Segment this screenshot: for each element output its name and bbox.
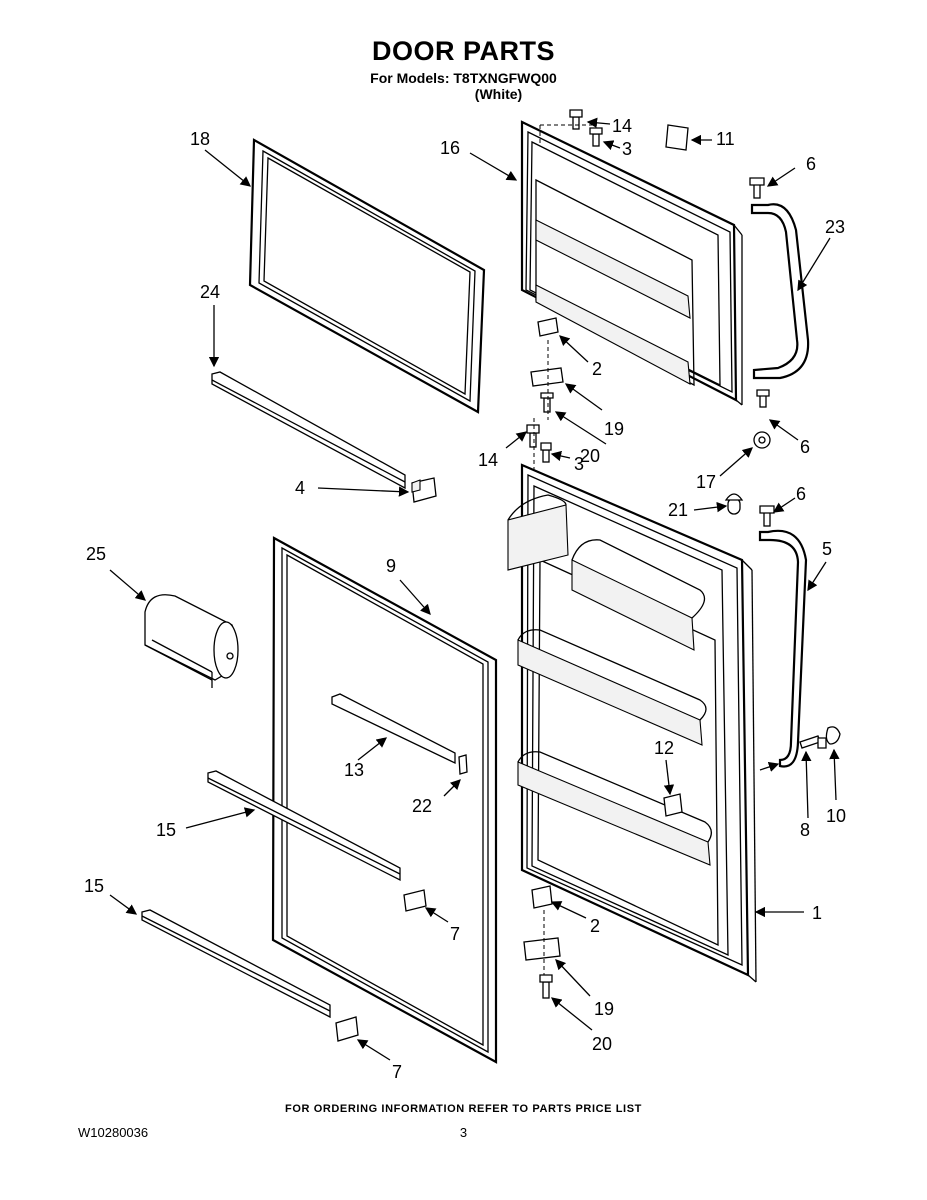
page-title: DOOR PARTS [371,36,555,66]
clip-part-4 [411,477,437,503]
callout-1: 1 [812,903,822,923]
callout-2-top: 2 [592,359,602,379]
freezer-handle [749,177,810,449]
callout-16: 16 [440,138,460,158]
document-number: W10280036 [78,1125,149,1140]
callout-22: 22 [412,796,432,816]
callout-2-bottom: 2 [590,916,600,936]
refrigerator-handle [724,493,808,768]
clip-part-7-upper [403,889,427,912]
callout-9: 9 [386,556,396,576]
callout-labels: 18 24 16 14 3 11 6 23 2 19 20 6 17 14 3 … [84,116,846,1082]
leader-lines [109,117,840,1061]
color-variant: (White) [474,86,523,102]
mid-screws [526,340,552,470]
dairy-compartment [144,594,239,688]
clip-part-22 [458,754,468,775]
callout-18: 18 [190,129,210,149]
callout-25: 25 [86,544,106,564]
callout-17: 17 [696,472,716,492]
crisper-strip [331,693,456,765]
callout-15-upper: 15 [156,820,176,840]
label-part-11 [665,124,689,151]
handle-screw-and-cap [799,726,841,749]
callout-20-bottom: 20 [592,1034,612,1054]
callout-14-mid: 14 [478,450,498,470]
callout-13: 13 [344,760,364,780]
callout-10: 10 [826,806,846,826]
top-hinge-hardware [530,317,564,413]
callout-8: 8 [800,820,810,840]
callout-20-top: 20 [580,446,600,466]
callout-23: 23 [825,217,845,237]
callout-11: 11 [716,129,735,149]
callout-6-mid: 6 [800,437,810,457]
bottom-hinge-hardware [523,885,561,999]
refrigerator-door-gasket [271,536,498,1064]
callout-24: 24 [200,282,220,302]
callout-5: 5 [822,539,832,559]
callout-14-top: 14 [612,116,632,136]
callout-6-low: 6 [796,484,806,504]
callout-21: 21 [668,500,688,520]
clip-part-7-lower [335,1016,359,1042]
freezer-breaker-strip [211,371,406,490]
breaker-strip-upper [207,770,401,882]
callout-4: 4 [295,478,305,498]
callout-19-bottom: 19 [594,999,614,1019]
bracket-part-12 [663,793,683,817]
callout-12: 12 [654,738,674,758]
callout-6-top: 6 [806,154,816,174]
callout-7-lower: 7 [392,1062,402,1082]
breaker-strip-lower [141,909,331,1019]
callout-19-top: 19 [604,419,624,439]
callout-15-lower: 15 [84,876,104,896]
callout-3-mid: 3 [574,454,584,474]
ordering-note: FOR ORDERING INFORMATION REFER TO PARTS … [285,1103,642,1115]
callout-7-upper: 7 [450,924,460,944]
models-subtitle: For Models: T8TXNGFWQ00 [370,70,557,86]
callout-3-top: 3 [622,139,632,159]
top-screws [539,109,603,147]
page-number: 3 [459,1125,468,1140]
refrigerator-door [507,463,757,983]
freezer-door [520,120,743,406]
freezer-door-gasket [248,138,486,414]
